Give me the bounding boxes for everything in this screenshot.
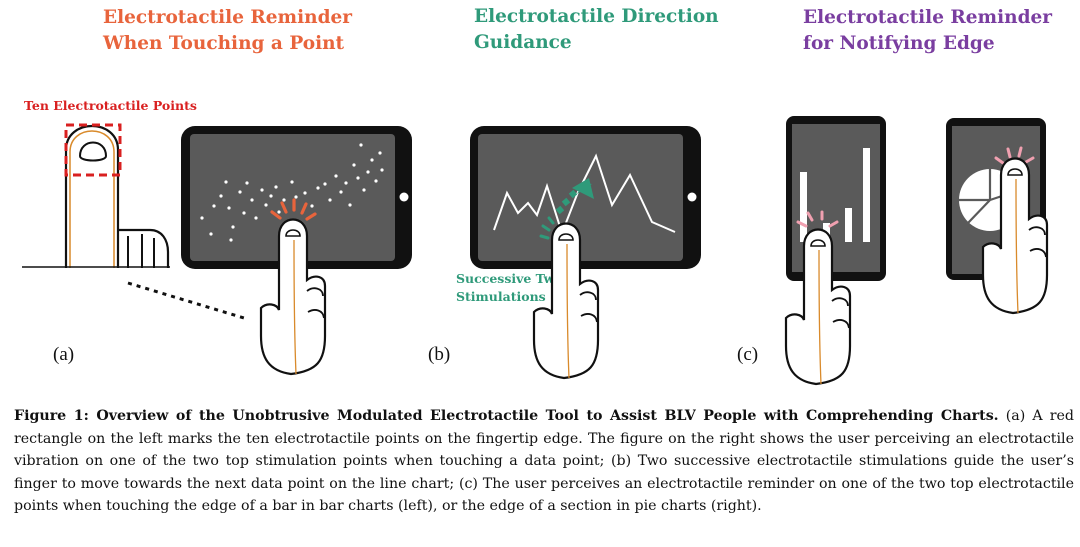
panel-c-title: Electrotactile Reminder for Notifying Ed…: [803, 7, 1053, 54]
panel-b-label: (b): [428, 344, 451, 365]
caption-heading: Figure 1: Overview of the Unobtrusive Mo…: [14, 408, 999, 424]
fingertip-zoom-illustration: [22, 113, 245, 320]
panel-b-title: Electrotactile Direction Guidance: [474, 6, 719, 53]
ten-points-annotation: Ten Electrotactile Points: [24, 98, 197, 113]
tablet-screen: [478, 134, 683, 261]
ten-points-highlight-box: [64, 123, 122, 177]
tablet-line-chart: [470, 126, 701, 380]
panel-c-label: (c): [737, 344, 759, 365]
figure-caption: Figure 1: Overview of the Unobtrusive Mo…: [14, 405, 1074, 518]
panel-a-title: Electrotactile Reminder When Touching a …: [103, 7, 353, 54]
tablet-scatter: [181, 126, 412, 376]
figure-illustration: [22, 113, 1049, 386]
phone-pie-chart: [946, 118, 1049, 315]
successive-stimulations-annotation: Successive Two Stimulations: [456, 271, 563, 304]
panel-a-label: (a): [53, 344, 75, 365]
phone-bar-chart: [784, 116, 886, 386]
caption-body: (a) A red rectangle on the left marks th…: [14, 408, 1074, 514]
tablet-screen: [190, 134, 395, 261]
